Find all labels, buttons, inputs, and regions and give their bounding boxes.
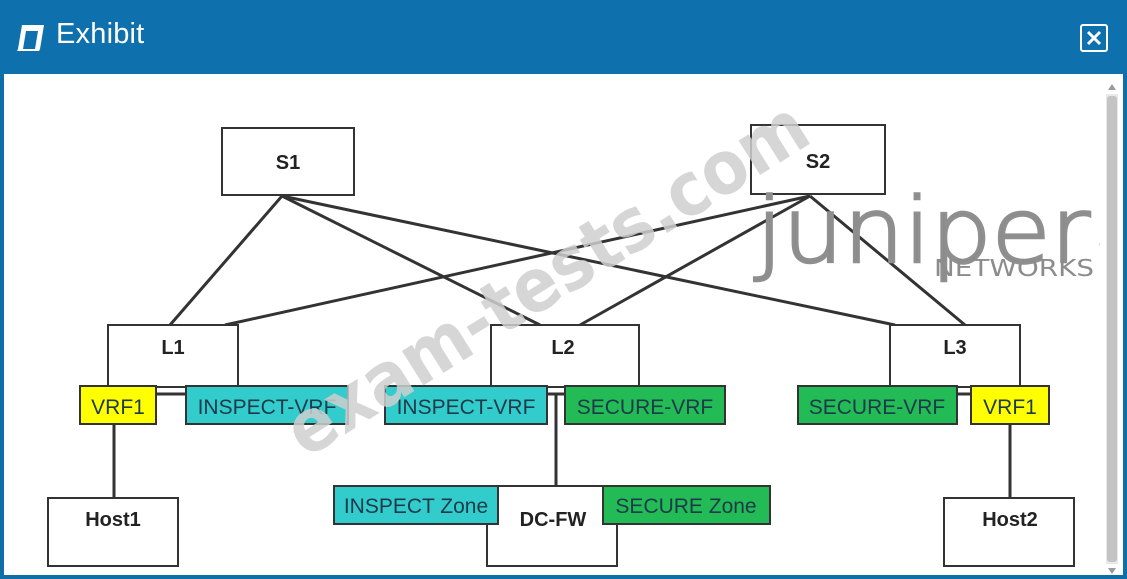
network-diagram: S1 S2 L1 L2 L3 Host1 DC-FW [47, 83, 1100, 567]
brand-registered-mark: ® [1098, 238, 1100, 252]
node-l1-label: L1 [161, 337, 184, 359]
node-s2: S2 [750, 124, 886, 195]
tag-secure-zone: SECURE Zone [602, 485, 771, 525]
close-icon [1086, 30, 1102, 46]
tag-l1-inspect-vrf: INSPECT-VRF [185, 385, 349, 425]
node-l2-label: L2 [551, 337, 574, 359]
scroll-up-arrow-icon[interactable] [1107, 82, 1117, 92]
tag-inspect-zone: INSPECT Zone [333, 485, 499, 525]
tag-l3-secure-vrf-label: SECURE-VRF [809, 396, 946, 419]
tag-l2-inspect-vrf-label: INSPECT-VRF [397, 396, 536, 419]
tag-l2-inspect-vrf: INSPECT-VRF [384, 385, 548, 425]
tag-l1-vrf1: VRF1 [79, 385, 157, 425]
tag-l3-vrf1-label: VRF1 [983, 396, 1037, 419]
node-host2-label: Host2 [982, 509, 1038, 531]
juniper-networks-logo: JUNIPER ® NETWORKS [753, 178, 1100, 286]
tag-l1-vrf1-label: VRF1 [91, 396, 145, 419]
link-s2-l1 [224, 194, 811, 327]
link-s1-l1 [168, 195, 284, 326]
window-title: Exhibit [56, 18, 145, 50]
node-dcfw: DC-FW [486, 485, 618, 567]
link-s1-l2 [281, 194, 541, 327]
node-l2: L2 [490, 324, 640, 388]
tag-l3-secure-vrf: SECURE-VRF [797, 385, 958, 425]
tag-l2-secure-vrf-label: SECURE-VRF [577, 396, 714, 419]
node-l1: L1 [107, 324, 239, 388]
exhibit-book-icon [17, 25, 44, 51]
brand-name: JUNIPER [754, 179, 1090, 284]
tag-inspect-zone-label: INSPECT Zone [344, 495, 488, 518]
node-dcfw-label: DC-FW [520, 509, 587, 531]
scroll-down-arrow-icon[interactable] [1107, 566, 1117, 576]
link-s2-l3 [809, 194, 966, 327]
link-s1-l3 [281, 194, 896, 327]
tag-secure-zone-label: SECURE Zone [615, 495, 756, 518]
node-s1-label: S1 [276, 152, 300, 174]
brand-sub: NETWORKS [934, 256, 1094, 282]
connection-lines [112, 194, 1012, 498]
title-bar: Exhibit [0, 0, 1127, 74]
node-host1-label: Host1 [85, 509, 141, 531]
node-s1: S1 [221, 127, 355, 196]
close-button[interactable] [1080, 24, 1108, 52]
node-s2-label: S2 [806, 151, 830, 173]
node-l3: L3 [889, 324, 1021, 388]
scrollbar-thumb[interactable] [1107, 96, 1117, 562]
node-host2: Host2 [943, 497, 1075, 567]
tag-l2-secure-vrf: SECURE-VRF [564, 385, 726, 425]
node-l3-label: L3 [943, 337, 966, 359]
node-host1: Host1 [47, 497, 179, 567]
tag-l1-inspect-vrf-label: INSPECT-VRF [198, 396, 337, 419]
tag-l3-vrf1: VRF1 [970, 385, 1050, 425]
link-s2-l2 [579, 194, 811, 327]
